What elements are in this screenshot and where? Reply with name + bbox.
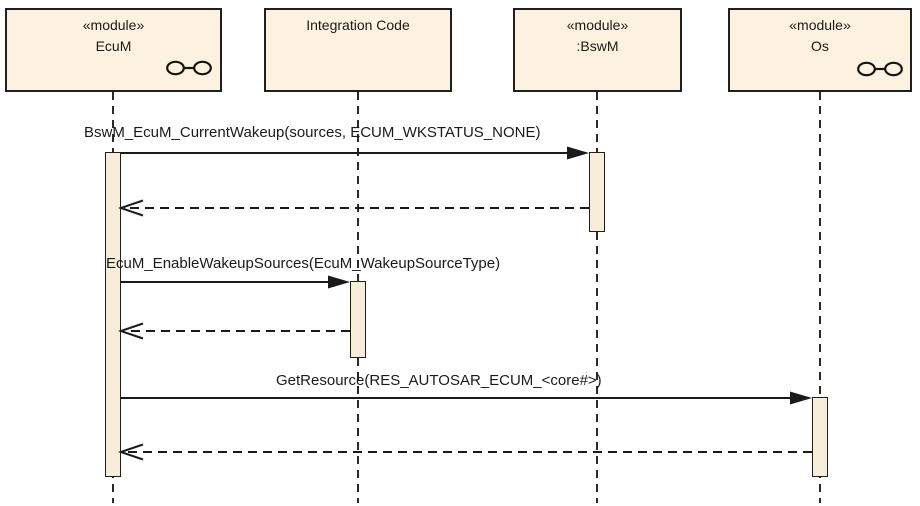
lifeline-os bbox=[819, 92, 821, 503]
message-label-currentwakeup: BswM_EcuM_CurrentWakeup(sources, ECUM_WK… bbox=[84, 124, 541, 141]
activation-integration-code bbox=[350, 281, 366, 358]
activation-bswm bbox=[589, 152, 605, 232]
participant-bswm: «module» :BswM bbox=[513, 8, 682, 92]
linked-ellipses-icon bbox=[857, 61, 903, 77]
stereotype-label: «module» bbox=[82, 17, 145, 33]
participant-ecum: «module» EcuM bbox=[5, 8, 222, 92]
sync-arrow-enablewakeupsources bbox=[121, 275, 350, 289]
participant-integration-code: Integration Code bbox=[264, 8, 452, 92]
message-label-enablewakeupsources: EcuM_EnableWakeupSources(EcuM_WakeupSour… bbox=[106, 255, 501, 272]
message-label-getresource: GetResource(RES_AUTOSAR_ECUM_<core#>) bbox=[276, 372, 602, 389]
participant-name: EcuM bbox=[95, 38, 132, 54]
lifeline-bswm bbox=[596, 92, 598, 503]
participant-name: Os bbox=[811, 38, 829, 54]
stereotype-label: «module» bbox=[789, 17, 851, 33]
return-arrow-from-integration-code bbox=[117, 322, 350, 340]
sync-arrow-getresource bbox=[121, 391, 812, 405]
return-arrow-from-bswm bbox=[117, 199, 589, 217]
participant-name: Integration Code bbox=[306, 17, 410, 33]
participant-os: «module» Os bbox=[728, 8, 912, 92]
sync-arrow-currentwakeup bbox=[121, 146, 589, 160]
linked-ellipses-icon bbox=[166, 60, 212, 76]
return-arrow-from-os bbox=[117, 443, 812, 461]
participant-name: :BswM bbox=[576, 38, 619, 54]
activation-os bbox=[812, 397, 828, 477]
activation-ecum bbox=[105, 152, 121, 477]
stereotype-label: «module» bbox=[566, 17, 629, 33]
